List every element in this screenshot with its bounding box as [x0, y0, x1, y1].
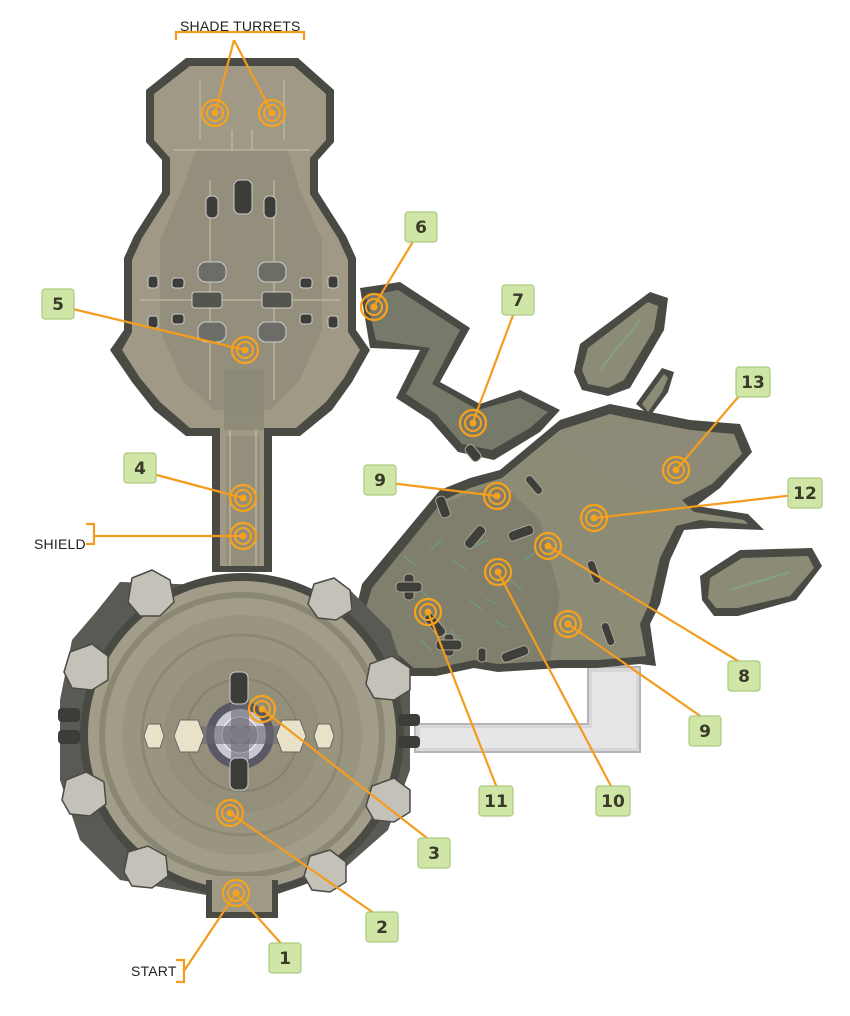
- number-box-13: 13: [735, 366, 771, 398]
- marker-2[interactable]: [215, 798, 245, 828]
- marker-13[interactable]: [661, 455, 691, 485]
- svg-text:13: 13: [741, 373, 765, 393]
- round-base: [58, 569, 420, 918]
- svg-text:11: 11: [484, 792, 508, 812]
- marker-4[interactable]: [228, 483, 258, 513]
- floating-rock-mid: [636, 368, 674, 416]
- rock-area: [356, 404, 764, 676]
- number-box-6: 6: [404, 211, 438, 243]
- number-box-9a: 9: [363, 464, 397, 496]
- svg-text:6: 6: [415, 218, 427, 238]
- svg-text:12: 12: [793, 484, 817, 504]
- number-box-5: 5: [41, 288, 75, 320]
- marker-shade-turret-right[interactable]: [257, 98, 287, 128]
- svg-text:10: 10: [601, 792, 625, 812]
- marker-5[interactable]: [230, 335, 260, 365]
- svg-text:9: 9: [374, 471, 386, 491]
- number-box-3: 3: [417, 837, 451, 869]
- gray-corridor: [414, 666, 641, 753]
- marker-7[interactable]: [458, 408, 488, 438]
- number-box-7: 7: [501, 284, 535, 316]
- svg-text:7: 7: [512, 291, 524, 311]
- number-boxes: 1 2 3 4 5 6 7 8 9 9 10 11 12 13: [41, 211, 823, 974]
- map-markers: [200, 98, 691, 908]
- number-box-10: 10: [595, 785, 631, 817]
- number-box-8: 8: [727, 660, 761, 692]
- number-box-1: 1: [268, 942, 302, 974]
- marker-11[interactable]: [413, 597, 443, 627]
- number-box-9b: 9: [688, 715, 722, 747]
- svg-text:3: 3: [428, 844, 440, 864]
- marker-shade-turret-left[interactable]: [200, 98, 230, 128]
- marker-9b[interactable]: [553, 609, 583, 639]
- svg-text:4: 4: [134, 459, 146, 479]
- floating-rock-right: [700, 548, 822, 616]
- number-box-4: 4: [123, 452, 157, 484]
- floating-rock-top: [574, 292, 668, 396]
- marker-1-start[interactable]: [221, 878, 251, 908]
- marker-shield[interactable]: [228, 521, 258, 551]
- east-corridor: [360, 282, 560, 460]
- marker-8[interactable]: [533, 531, 563, 561]
- svg-text:8: 8: [738, 667, 750, 687]
- marker-3[interactable]: [247, 694, 277, 724]
- svg-text:9: 9: [699, 722, 711, 742]
- number-box-12: 12: [787, 477, 823, 509]
- number-box-2: 2: [365, 911, 399, 943]
- label-shield: SHIELD: [34, 536, 86, 552]
- label-start: START: [131, 963, 177, 979]
- marker-12[interactable]: [579, 503, 609, 533]
- text-labels: SHADE TURRETS SHIELD START: [34, 18, 301, 979]
- marker-9a[interactable]: [482, 481, 512, 511]
- number-box-11: 11: [478, 785, 514, 817]
- north-building: [110, 58, 370, 572]
- label-shade-turrets: SHADE TURRETS: [180, 18, 301, 34]
- svg-text:1: 1: [279, 949, 291, 969]
- marker-6[interactable]: [359, 292, 389, 322]
- marker-10[interactable]: [483, 557, 513, 587]
- svg-text:2: 2: [376, 918, 388, 938]
- svg-text:5: 5: [52, 295, 64, 315]
